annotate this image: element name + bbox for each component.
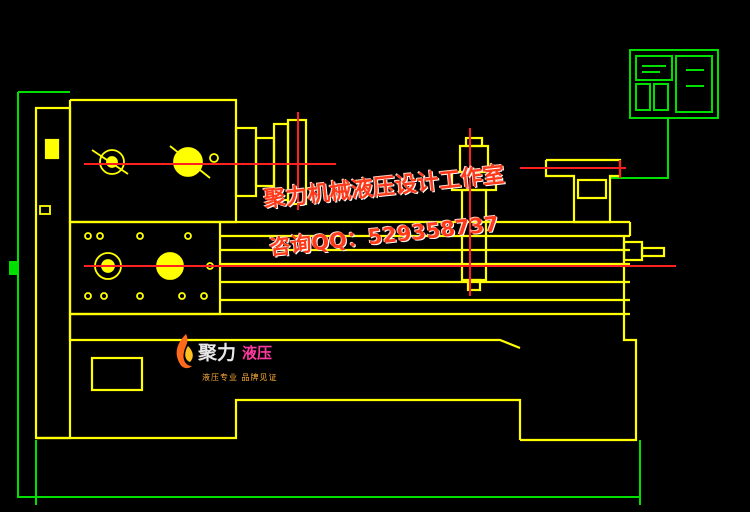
centerlines — [84, 112, 676, 296]
control-box — [629, 49, 719, 119]
lathe-body — [34, 98, 666, 442]
logo-tagline: 液压专业 品牌见证 — [202, 373, 278, 382]
dimension-lines — [9, 91, 669, 505]
headstock-details — [39, 145, 219, 300]
flame-icon — [176, 334, 193, 369]
company-logo: 聚力 液压 液压专业 品牌见证 — [172, 328, 322, 390]
logo-name-part2: 液压 — [242, 344, 273, 362]
logo-name-part1: 聚力 — [198, 342, 237, 364]
